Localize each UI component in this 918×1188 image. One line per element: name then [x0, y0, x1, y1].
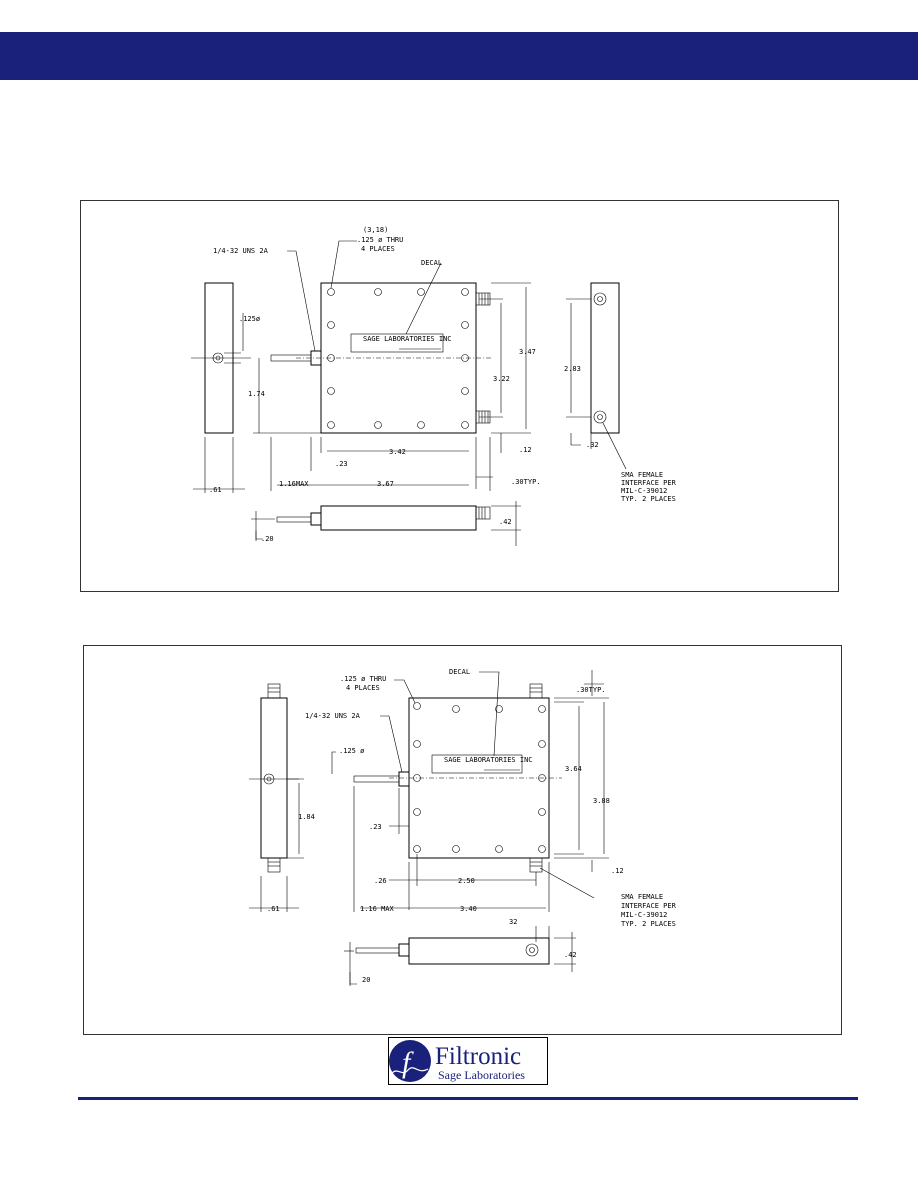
d2-dim-32: 32: [509, 918, 517, 926]
d2-dim-184: 1.84: [298, 813, 315, 821]
d1-callout-hole-2: .125 ø THRU: [357, 236, 403, 244]
d1-dim-116max: 1.16MAX: [279, 480, 309, 488]
d1-decal-text: SAGE LABORATORIES INC: [363, 335, 452, 343]
d1-callout-hole-3: 4 PLACES: [361, 245, 395, 253]
outline-drawing-1: .125ø 1.74 .61 SAGE LABORATORIES INC DEC…: [80, 200, 839, 592]
d2-dim-388: 3.88: [593, 797, 610, 805]
logo-brand: Filtronic: [435, 1043, 521, 1070]
d1-sma-3: MIL-C-39012: [621, 487, 667, 495]
top-banner: [0, 32, 918, 80]
d2-dim-340: 3.40: [460, 905, 477, 913]
d2-dim-030typ: .30TYP.: [576, 686, 606, 694]
d1-dim-283: 2.83: [564, 365, 581, 373]
d1-dim-023: .23: [335, 460, 348, 468]
logo-sub: Sage Laboratories: [438, 1068, 525, 1082]
d1-sma-4: TYP. 2 PLACES: [621, 495, 676, 503]
d2-dim-116max: 1.16 MAX: [360, 905, 395, 913]
d2-sma-3: MIL-C-39012: [621, 911, 667, 919]
filtronic-logo: f Filtronic Sage Laboratories: [388, 1037, 548, 1085]
d1-sma-2: INTERFACE PER: [621, 479, 677, 487]
d2-sma-4: TYP. 2 PLACES: [621, 920, 676, 928]
d2-decal-text: SAGE LABORATORIES INC: [444, 756, 533, 764]
drawing-2-svg: 1.84 .61 SAGE LABORATORIES INC DECAL .12…: [249, 668, 677, 986]
d2-sma-2: INTERFACE PER: [621, 902, 677, 910]
d1-callout-thread: 1/4-32 UNS 2A: [213, 247, 269, 255]
d2-dim-042: .42: [564, 951, 577, 959]
d1-dim-061: .61: [209, 486, 222, 494]
outline-drawing-2: 1.84 .61 SAGE LABORATORIES INC DECAL .12…: [83, 645, 842, 1035]
d2-dim-023: .23: [369, 823, 382, 831]
d1-dim-042: .42: [499, 518, 512, 526]
d1-dim-020: .20: [261, 535, 274, 543]
d1-callout-hole-1: (3,18): [363, 226, 388, 234]
d1-sma-1: SMA FEMALE: [621, 471, 663, 479]
bottom-rule: [78, 1097, 858, 1100]
d2-dim-012: .12: [611, 867, 624, 875]
d1-dim-174: 1.74: [248, 390, 265, 398]
d1-dim-012: .12: [519, 446, 532, 454]
d2-callout-decal: DECAL: [449, 668, 470, 676]
d2-dim-026: .26: [374, 877, 387, 885]
d2-callout-hole-2: 4 PLACES: [346, 684, 380, 692]
d1-dim-322: 3.22: [493, 375, 510, 383]
d1-dim-030typ: .30TYP.: [511, 478, 541, 486]
d1-dim-342: 3.42: [389, 448, 406, 456]
d2-callout-hole-1: .125 ø THRU: [340, 675, 386, 683]
d1-dim-hole-dia: .125ø: [239, 315, 261, 323]
drawing-1-svg: .125ø 1.74 .61 SAGE LABORATORIES INC DEC…: [191, 226, 677, 546]
d2-dim-364: 3.64: [565, 765, 582, 773]
d2-dim-125: .125 ø: [339, 747, 365, 755]
d2-dim-061: .61: [267, 905, 280, 913]
d2-sma-1: SMA FEMALE: [621, 893, 663, 901]
d2-dim-250: 2.50: [458, 877, 475, 885]
d2-dim-20: 20: [362, 976, 370, 984]
d1-dim-367: 3.67: [377, 480, 394, 488]
d1-callout-decal: DECAL: [421, 259, 442, 267]
d2-callout-thread: 1/4-32 UNS 2A: [305, 712, 361, 720]
d1-dim-347: 3.47: [519, 348, 536, 356]
d1-dim-032: .32: [586, 441, 599, 449]
